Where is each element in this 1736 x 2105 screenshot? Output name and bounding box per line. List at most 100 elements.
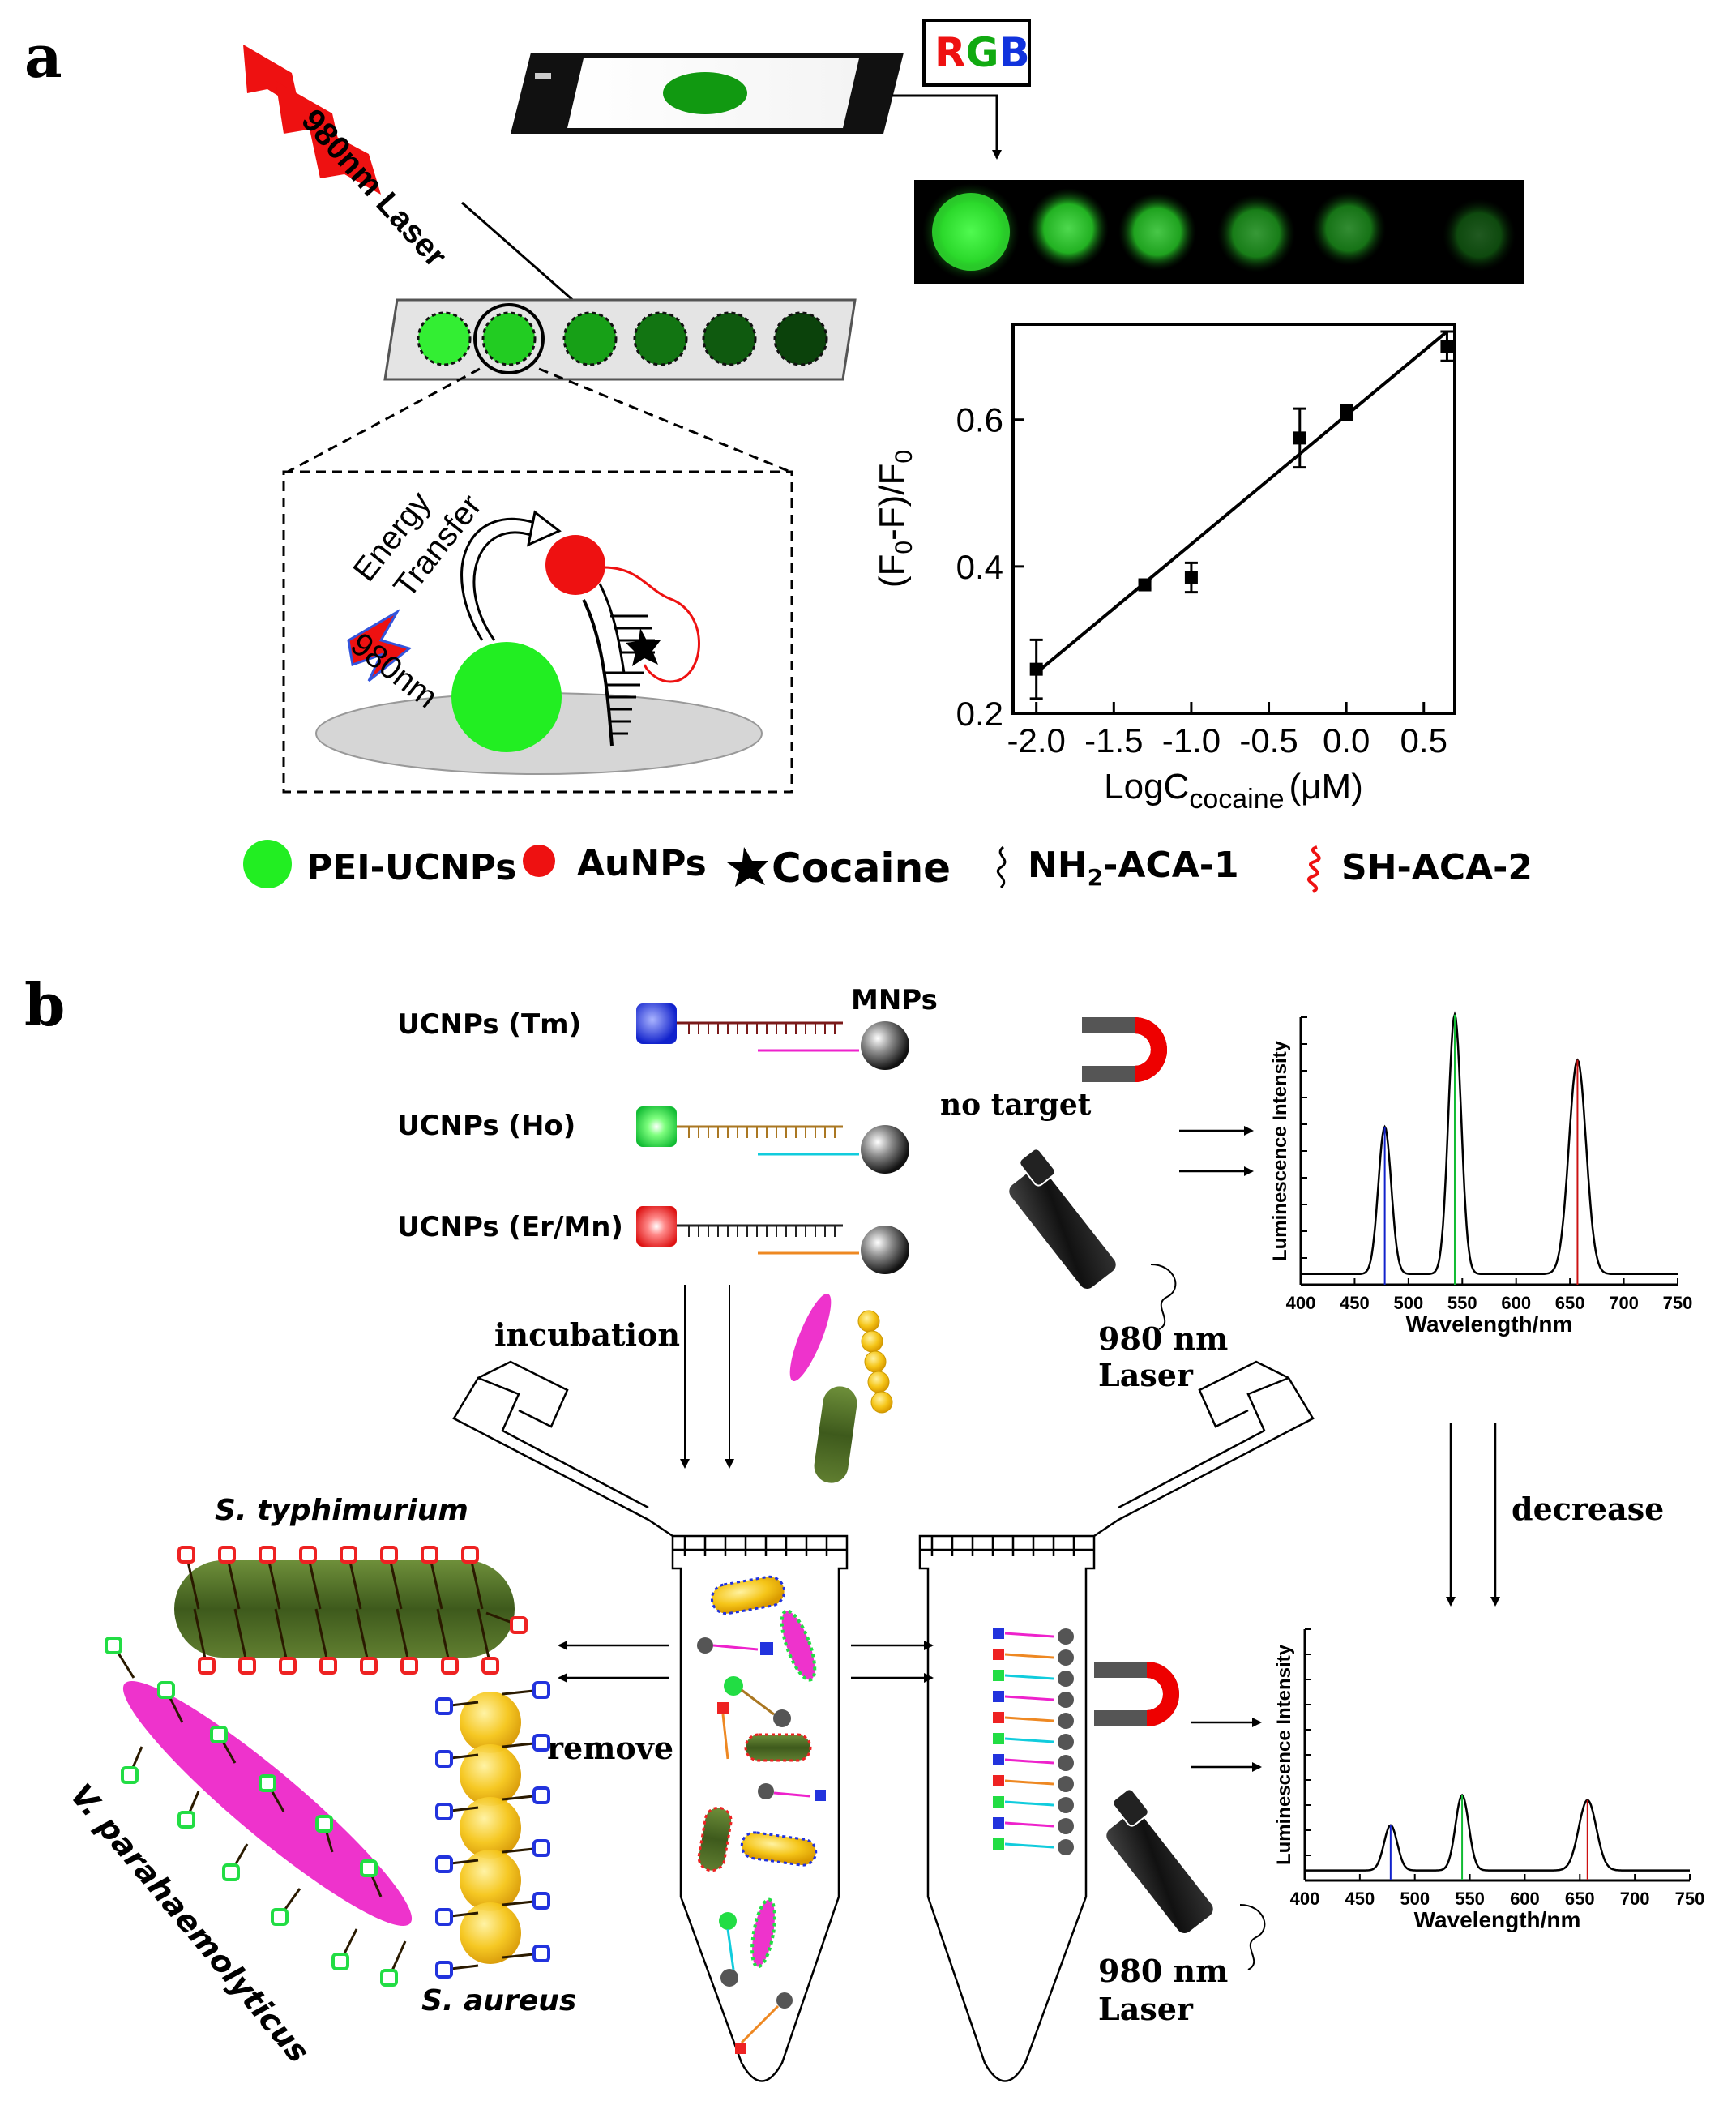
probe-tm-label: UCNPs (Tm) <box>397 1008 581 1041</box>
spectrum-x-title: Wavelength/nm <box>1414 1907 1581 1932</box>
tube-left-contents <box>697 1575 826 2054</box>
panel-b-label: b <box>24 970 65 1039</box>
ucnp-mini-icon <box>532 1734 550 1752</box>
legend-sh-icon <box>1306 845 1321 893</box>
spectrum-y-title: Luminescence Intensity <box>1269 1040 1291 1261</box>
spectrum-x-title: Wavelength/nm <box>1406 1311 1573 1337</box>
ucnp-mini-icon <box>532 1892 550 1910</box>
incubation-label: incubation <box>494 1316 680 1353</box>
aptamer-strand <box>355 1608 370 1666</box>
ucnp-mini-icon <box>435 1908 453 1926</box>
x-tick-label: -1.0 <box>1162 721 1221 759</box>
ucnp-mini-icon <box>331 1953 349 1970</box>
aptamer-strand <box>193 1608 208 1666</box>
ucnp-mini-icon <box>222 1863 240 1881</box>
legend-a: PEI-UCNPs AuNPs Cocaine NH2-ACA-1 SH-ACA… <box>243 840 1533 893</box>
ucnp-mini-icon <box>259 1546 276 1564</box>
laser-label-bottom-2: Laser <box>1098 1991 1194 2027</box>
probe-er-label: UCNPs (Er/Mn) <box>397 1211 623 1243</box>
ucnp-mini-icon <box>360 1657 378 1675</box>
ucnp-mini-icon <box>532 1786 550 1804</box>
laser-chevron-icon <box>243 45 381 195</box>
ucnp-mini-icon <box>319 1657 337 1675</box>
mnp-mini-icon <box>1058 1628 1074 1645</box>
legend-sh-label: SH-ACA-2 <box>1341 847 1533 888</box>
mnp-mini-icon <box>1058 1734 1074 1750</box>
ucnp-mini-icon <box>993 1733 1004 1744</box>
aptamer-strand <box>387 1554 403 1610</box>
x-tick-label: 0.5 <box>1400 721 1447 759</box>
aptamer-strand <box>306 1554 322 1610</box>
zoom-line-right <box>538 367 791 473</box>
aptamer-strand <box>225 1554 241 1610</box>
dna-strand <box>1004 1674 1054 1680</box>
probe-tm: UCNPs (Tm) <box>397 1003 909 1070</box>
x-tick-label: 600 <box>1501 1293 1531 1313</box>
x-tick-label: 400 <box>1290 1889 1320 1909</box>
x-tick-label: 500 <box>1393 1293 1423 1313</box>
spectrum-input-arrows <box>1179 1126 1500 1772</box>
data-point <box>1184 571 1198 584</box>
x-tick-label: 0.0 <box>1323 721 1370 759</box>
y-tick-label: 0.2 <box>956 695 1003 733</box>
ucnp-mini-icon <box>441 1657 459 1675</box>
x-tick-label: 500 <box>1400 1889 1430 1909</box>
ucnp-mini-icon <box>435 1750 453 1768</box>
data-point <box>1440 340 1454 353</box>
ucnp-mini-icon <box>340 1546 357 1564</box>
mechanism-inset <box>282 470 793 794</box>
probe-er: UCNPs (Er/Mn) <box>397 1206 909 1274</box>
aptamer-strand <box>428 1554 443 1610</box>
panel-a-label: a <box>24 22 62 91</box>
data-point <box>1293 431 1306 445</box>
aptamer-strand <box>274 1608 289 1666</box>
mnp-mini-icon <box>1058 1755 1074 1771</box>
x-tick-label: -2.0 <box>1007 721 1065 759</box>
rgb-label: RGB <box>934 29 1030 76</box>
plot-x-title: LogCcocaine(μM) <box>1104 767 1363 815</box>
ucnp-mini-icon <box>435 1961 453 1979</box>
aptamer-strand <box>436 1608 451 1666</box>
mnp-mini-icon <box>1058 1649 1074 1666</box>
er-ucnp-icon <box>636 1206 677 1247</box>
tm-ucnp-icon <box>636 1003 677 1044</box>
dna-strand <box>1004 1737 1054 1743</box>
legend-nh2-icon <box>996 845 1007 889</box>
ucnp-mini-icon <box>481 1657 499 1675</box>
ucnp-mini-icon <box>993 1712 1004 1723</box>
ucnp-mini-icon <box>993 1649 1004 1660</box>
laser-label-bottom-1: 980 nm <box>1098 1953 1228 1989</box>
probe-ho: UCNPs (Ho) <box>397 1106 909 1174</box>
aptamer-strand <box>185 1554 200 1610</box>
laser-label-top-1: 980 nm <box>1098 1320 1228 1357</box>
data-point <box>1138 578 1152 592</box>
ucnp-particle-icon <box>451 642 562 752</box>
laser-label-a: 980nm Laser <box>294 103 453 274</box>
x-tick-label: -0.5 <box>1239 721 1298 759</box>
rgb-connector <box>892 94 1002 160</box>
ucnp-mini-icon <box>532 1945 550 1962</box>
ucnp-mini-icon <box>271 1908 289 1926</box>
ucnp-mini-icon <box>532 1681 550 1699</box>
laser-pointer-icon-bottom <box>1106 1788 1266 1970</box>
x-tick-label: 450 <box>1340 1293 1370 1313</box>
x-tick-label: 450 <box>1345 1889 1375 1909</box>
ucnp-mini-icon <box>400 1657 418 1675</box>
legend-cocaine-icon <box>727 847 768 887</box>
ucnp-mini-icon <box>259 1774 276 1792</box>
mnps-label: MNPs <box>851 984 938 1016</box>
ucnp-mini-icon <box>461 1546 479 1564</box>
aptamer-strand <box>396 1608 411 1666</box>
x-tick-label: 550 <box>1447 1293 1477 1313</box>
ucnp-mini-icon <box>315 1815 333 1833</box>
y-tick-label: 0.6 <box>956 401 1003 439</box>
dna-strand <box>1004 1821 1054 1828</box>
data-point <box>1029 662 1043 676</box>
no-target-label: no target <box>940 1088 1092 1122</box>
x-tick-label: 550 <box>1455 1889 1485 1909</box>
tube-right-contents <box>993 1628 1074 1855</box>
ucnp-mini-icon <box>218 1546 236 1564</box>
dna-strand <box>1004 1842 1054 1849</box>
